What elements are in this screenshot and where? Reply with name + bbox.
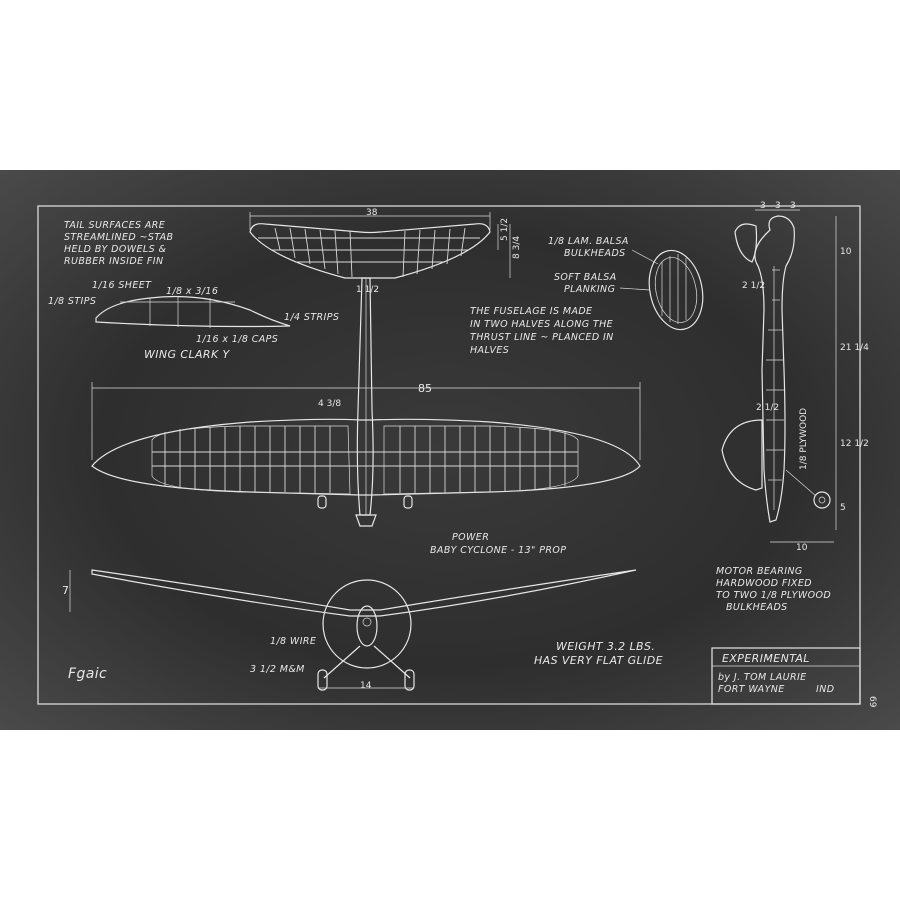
stab-chord-b: 8 3/4 [512, 236, 522, 259]
fuselage-note-line-2: IN TWO HALVES ALONG THE [470, 319, 613, 330]
side-nose-dim: 2 1/2 [742, 281, 765, 291]
fuselage-note-line-3: THRUST LINE ~ PLANCED IN [470, 332, 614, 343]
wing-section-clark-y [95, 295, 291, 328]
side-right-3: 12 1/2 [840, 439, 869, 449]
glide-label: HAS VERY FLAT GLIDE [534, 654, 663, 667]
motor-note: MOTOR BEARING HARDWOOD FIXED TO TWO 1/8 … [716, 566, 831, 613]
title-block: EXPERIMENTAL by J. TOM LAURIE FORT WAYNE… [711, 647, 861, 705]
weight-label: WEIGHT 3.2 LBS. [556, 640, 655, 653]
power-label: POWER [452, 532, 489, 543]
wire-label: 1/8 WIRE [270, 636, 316, 647]
fuselage-note-line-4: HALVES [470, 345, 509, 356]
wing-section-label: WING CLARK Y [144, 348, 230, 361]
title-block-state: IND [816, 684, 834, 695]
title-block-city: FORT WAYNE [718, 684, 785, 695]
wing-top-view: 85 4 3/8 [91, 382, 641, 527]
side-mid-dim: 2 1/2 [756, 403, 779, 413]
signature: Fgaic [68, 666, 107, 682]
tail-note-line-3: HELD BY DOWELS & [64, 244, 166, 255]
fuselage-note: THE FUSELAGE IS MADE IN TWO HALVES ALONG… [470, 306, 614, 356]
stab-chord-a: 5 1/2 [500, 218, 510, 241]
tail-note-line-1: TAIL SURFACES ARE [64, 220, 165, 231]
side-right-2: 21 1/4 [840, 343, 869, 353]
side-right-4: 5 [840, 503, 846, 513]
side-right-1: 10 [840, 247, 852, 257]
side-top-2: 3 [775, 201, 781, 211]
fuselage-side-view: 3 3 3 2 1/2 10 21 1/4 12 1/2 5 10 2 1/2 … [721, 201, 869, 553]
wing-chord-label: 4 3/8 [318, 399, 341, 409]
title-block-title: EXPERIMENTAL [722, 652, 810, 665]
side-bottom-dim: 10 [796, 543, 808, 553]
front-view: 14 7 [62, 569, 637, 691]
bulkheads-line-2: BULKHEADS [564, 248, 626, 259]
motor-note-line-1: MOTOR BEARING [716, 566, 803, 577]
caps-label: 1/16 x 1/8 CAPS [196, 334, 278, 345]
strips-left-label: 1/8 STIPS [48, 296, 96, 307]
sheet-label: 1/16 SHEET [92, 280, 152, 291]
fin-offset-label: 1 1/2 [356, 285, 379, 295]
motor-note-line-2: HARDWOOD FIXED [716, 578, 812, 589]
tail-note: TAIL SURFACES ARE STREAMLINED ~STAB HELD… [64, 220, 173, 267]
blueprint-drawing: 38 5 1/2 8 3/4 1 1/2 [37, 201, 877, 708]
stabilizer-top-view: 38 5 1/2 8 3/4 [249, 208, 522, 279]
plywood-label: 1/8 PLYWOOD [799, 408, 809, 470]
fuselage-top-view: 1 1/2 [356, 277, 379, 516]
drawing-border [37, 205, 861, 705]
dihedral-label: 7 [62, 584, 69, 597]
stab-span-label: 38 [366, 208, 378, 218]
page-number: 69 [867, 696, 877, 708]
strips-right-label: 1/4 STRIPS [284, 312, 339, 323]
title-block-author: by J. TOM LAURIE [718, 672, 807, 683]
power-engine-label: BABY CYCLONE - 13" PROP [430, 545, 566, 556]
bulkheads-line-1: 1/8 LAM. BALSA [548, 236, 629, 247]
blueprint-sheet: 38 5 1/2 8 3/4 1 1/2 [0, 170, 900, 730]
planking-line-2: PLANKING [564, 284, 615, 295]
tail-note-line-4: RUBBER INSIDE FIN [64, 256, 163, 267]
wheels-label: 3 1/2 M&M [250, 664, 305, 675]
fuselage-note-line-1: THE FUSELAGE IS MADE [470, 306, 592, 317]
motor-note-line-4: BULKHEADS [726, 602, 788, 613]
gear-track-label: 14 [360, 681, 372, 691]
motor-note-line-3: TO TWO 1/8 PLYWOOD [716, 590, 831, 601]
tail-note-line-2: STREAMLINED ~STAB [64, 232, 173, 243]
side-top-1: 3 [760, 201, 766, 211]
wingspan-label: 85 [418, 382, 432, 395]
planking-line-1: SOFT BALSA [554, 272, 617, 283]
side-top-3: 3 [790, 201, 796, 211]
ribs-label: 1/8 x 3/16 [166, 286, 218, 297]
bulkhead-section [619, 249, 704, 331]
